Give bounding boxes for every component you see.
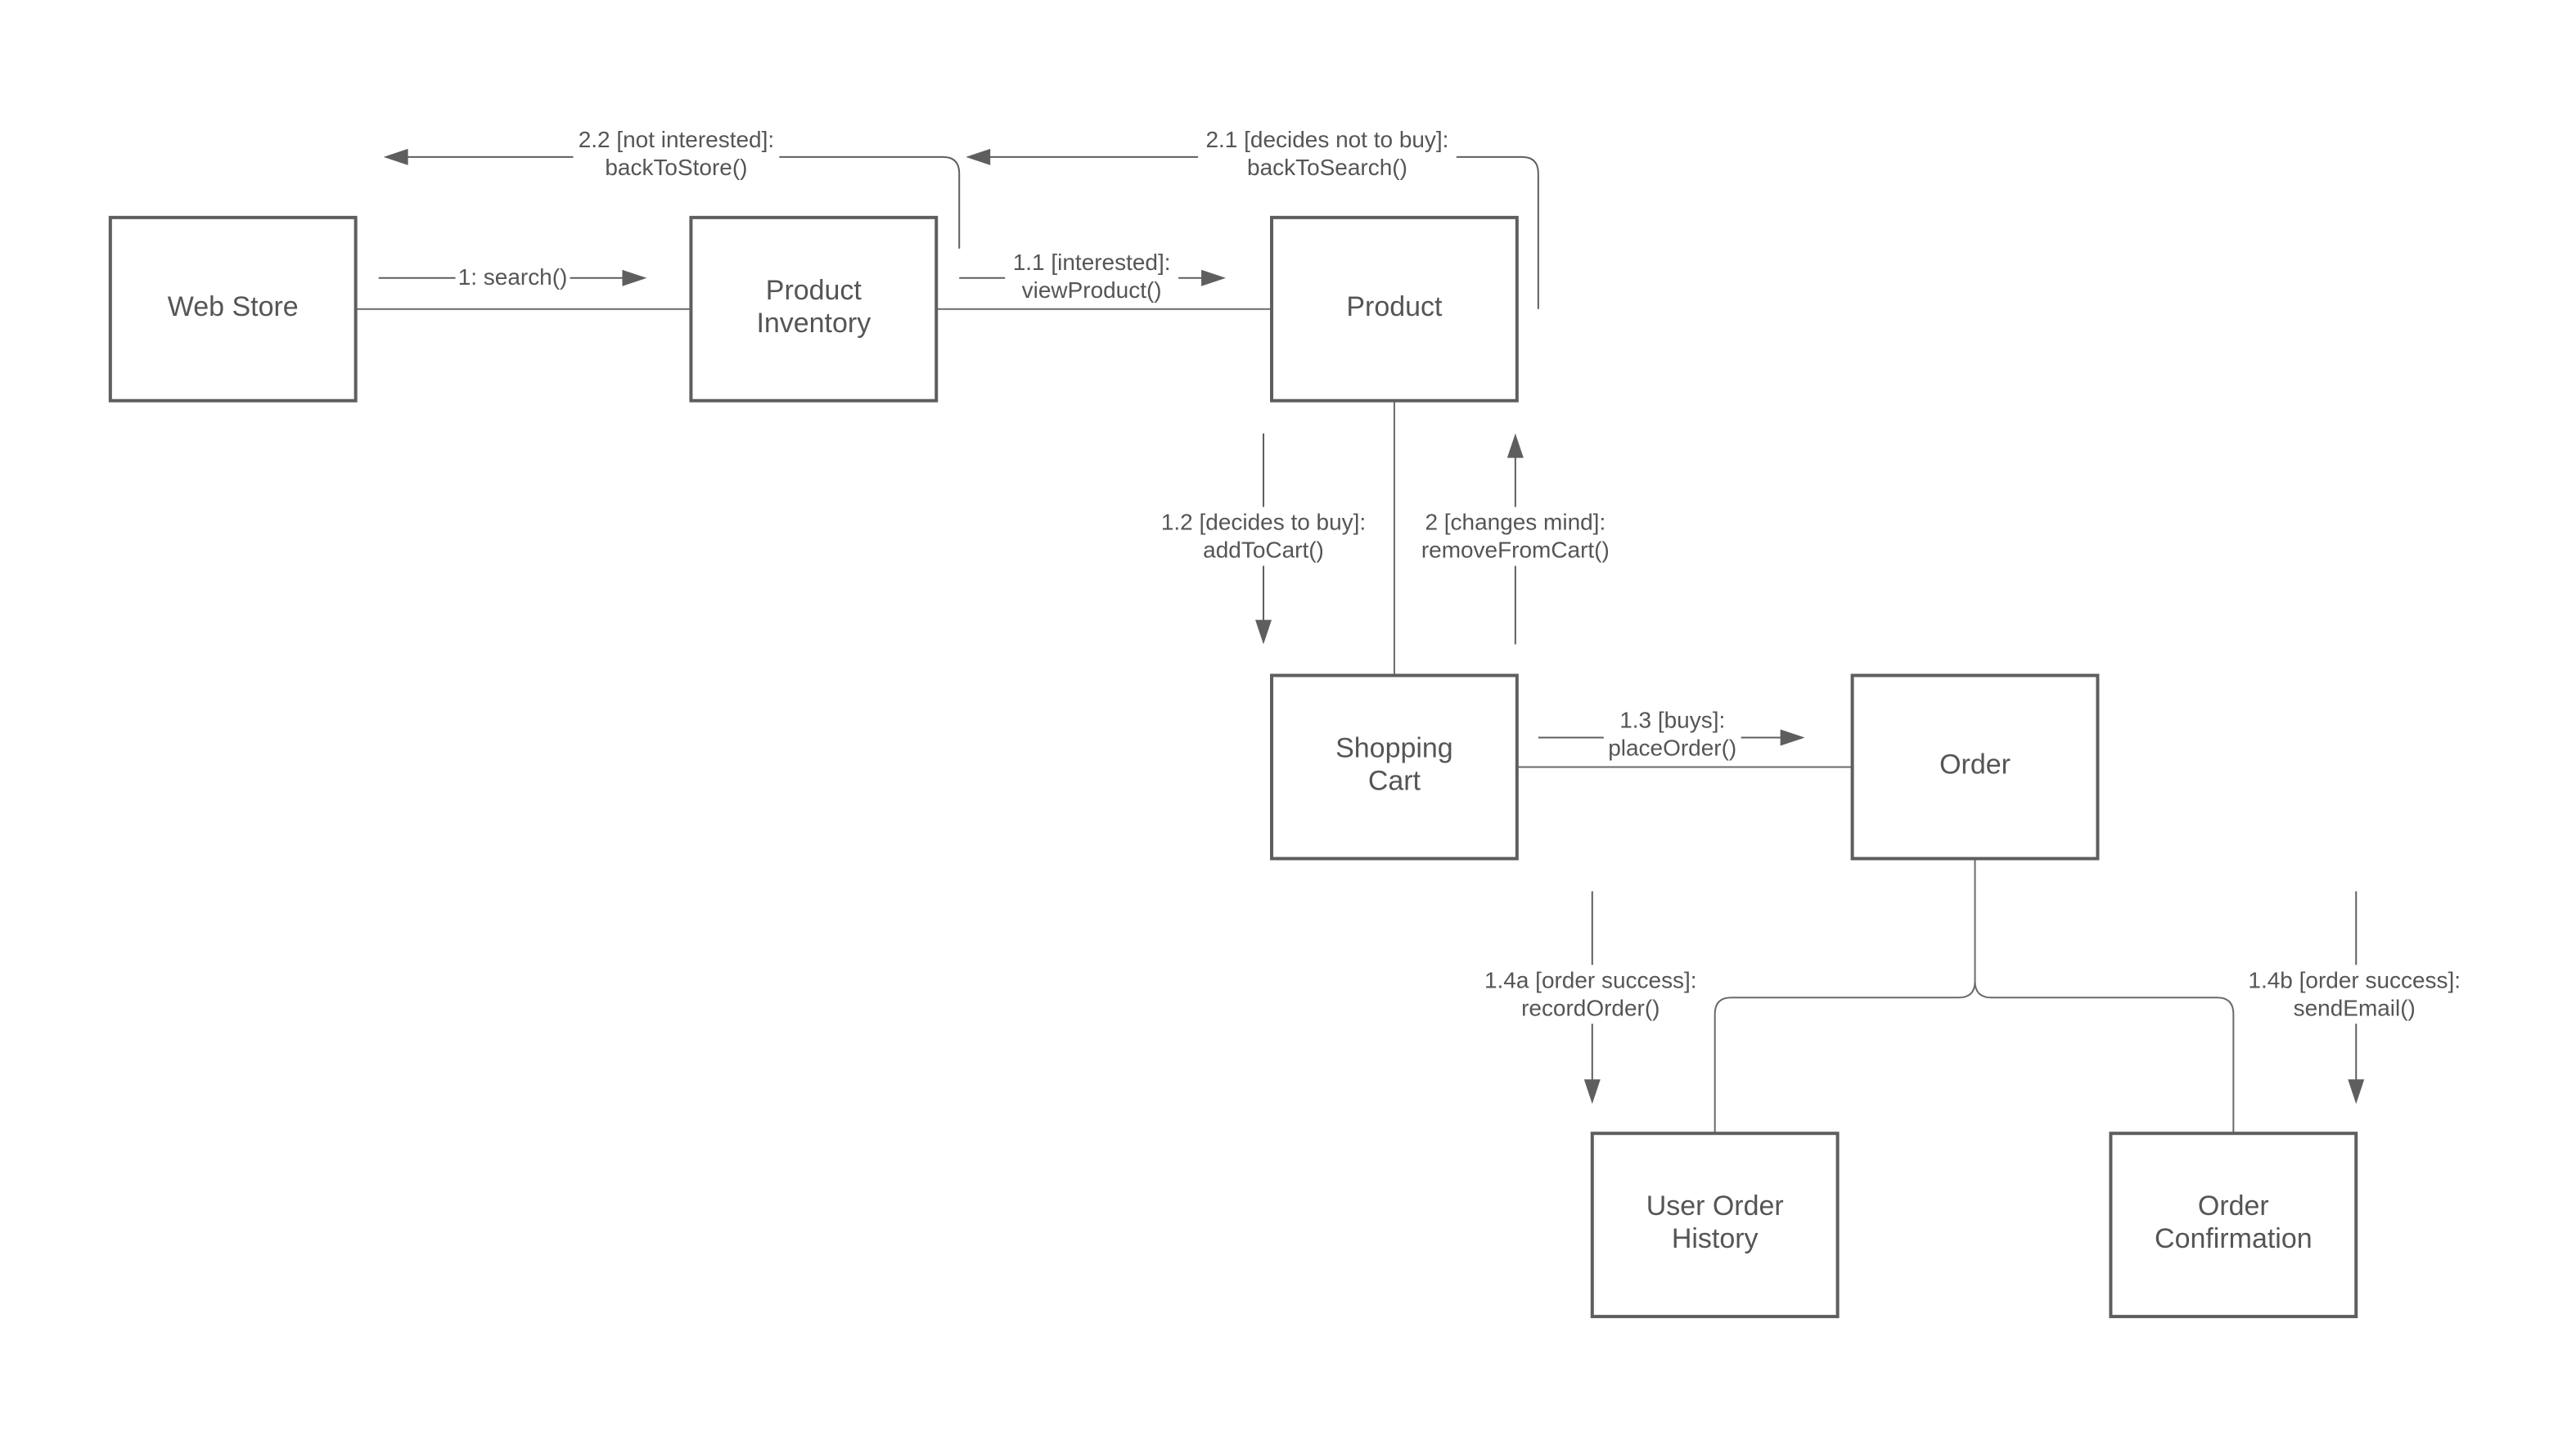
object-label-line1: User Order — [1646, 1190, 1784, 1222]
object-web-store[interactable]: Web Store — [108, 215, 358, 403]
object-label-line2: History — [1672, 1223, 1759, 1254]
link-order-confirmation — [1974, 981, 2235, 1134]
object-product[interactable]: Product — [1270, 215, 1519, 403]
arrowhead-right — [1780, 729, 1805, 746]
message-label-1-1-call: viewProduct() — [1022, 277, 1162, 303]
message-label-1-4b-guard: 1.4b [order success]: — [2248, 967, 2461, 992]
arrowhead-right — [1201, 269, 1227, 286]
message-label-1-4a-guard: 1.4a [order success]: — [1484, 967, 1697, 992]
message-label-2-guard: 2 [changes mind]: — [1425, 510, 1605, 535]
object-shopping-cart[interactable]: Shopping Cart — [1270, 673, 1519, 861]
message-label-1-4a-call: recordOrder() — [1521, 995, 1660, 1020]
message-label-2-call: removeFromCart() — [1421, 538, 1610, 563]
object-label-line1: Product — [766, 275, 862, 306]
object-product-inventory[interactable]: Product Inventory — [689, 215, 939, 403]
message-label-1-4b-call: sendEmail() — [2294, 995, 2416, 1020]
object-order[interactable]: Order — [1850, 673, 2100, 861]
message-label-1-3-call: placeOrder() — [1608, 735, 1736, 760]
arrowhead-down — [1255, 619, 1272, 645]
object-label-line1: Order — [2198, 1190, 2269, 1222]
object-user-order-history[interactable]: User Order History — [1590, 1132, 1840, 1319]
message-label-2-1-call: backToSearch() — [1247, 155, 1407, 180]
message-label-1-1-guard: 1.1 [interested]: — [1013, 250, 1171, 275]
links — [355, 308, 2235, 1134]
object-label: Web Store — [168, 291, 299, 322]
message-labels: 1: search() 2.2 [not interested]: backTo… — [455, 124, 2468, 1024]
arrowhead-left — [383, 148, 408, 165]
message-label-1-2-call: addToCart() — [1203, 538, 1324, 563]
object-order-confirmation[interactable]: Order Confirmation — [2109, 1132, 2358, 1319]
message-label-2-1-guard: 2.1 [decides not to buy]: — [1205, 127, 1448, 152]
object-label-line2: Inventory — [756, 308, 871, 339]
message-label-2-2-guard: 2.2 [not interested]: — [579, 127, 774, 152]
object-label: Product — [1346, 291, 1443, 322]
object-label-line1: Shopping — [1335, 732, 1453, 763]
object-label-line2: Cart — [1368, 765, 1421, 796]
arrowhead-right — [622, 269, 647, 286]
object-label-line2: Confirmation — [2155, 1223, 2313, 1254]
message-label-1-3-guard: 1.3 [buys]: — [1619, 707, 1725, 732]
link-order-history — [1714, 858, 1976, 1134]
message-label-1-2-guard: 1.2 [decides to buy]: — [1161, 510, 1366, 535]
object-label: Order — [1939, 749, 2011, 780]
message-arrows — [378, 148, 2365, 1105]
arrowhead-up — [1506, 433, 1524, 458]
arrowhead-down — [1583, 1079, 1601, 1105]
message-label-search: 1: search() — [458, 264, 568, 290]
arrow-back-to-search — [982, 155, 1539, 309]
message-label-2-2-call: backToStore() — [605, 155, 747, 180]
arrow-back-to-store — [399, 155, 961, 249]
arrowhead-left — [966, 148, 991, 165]
arrowhead-down — [2348, 1079, 2365, 1105]
